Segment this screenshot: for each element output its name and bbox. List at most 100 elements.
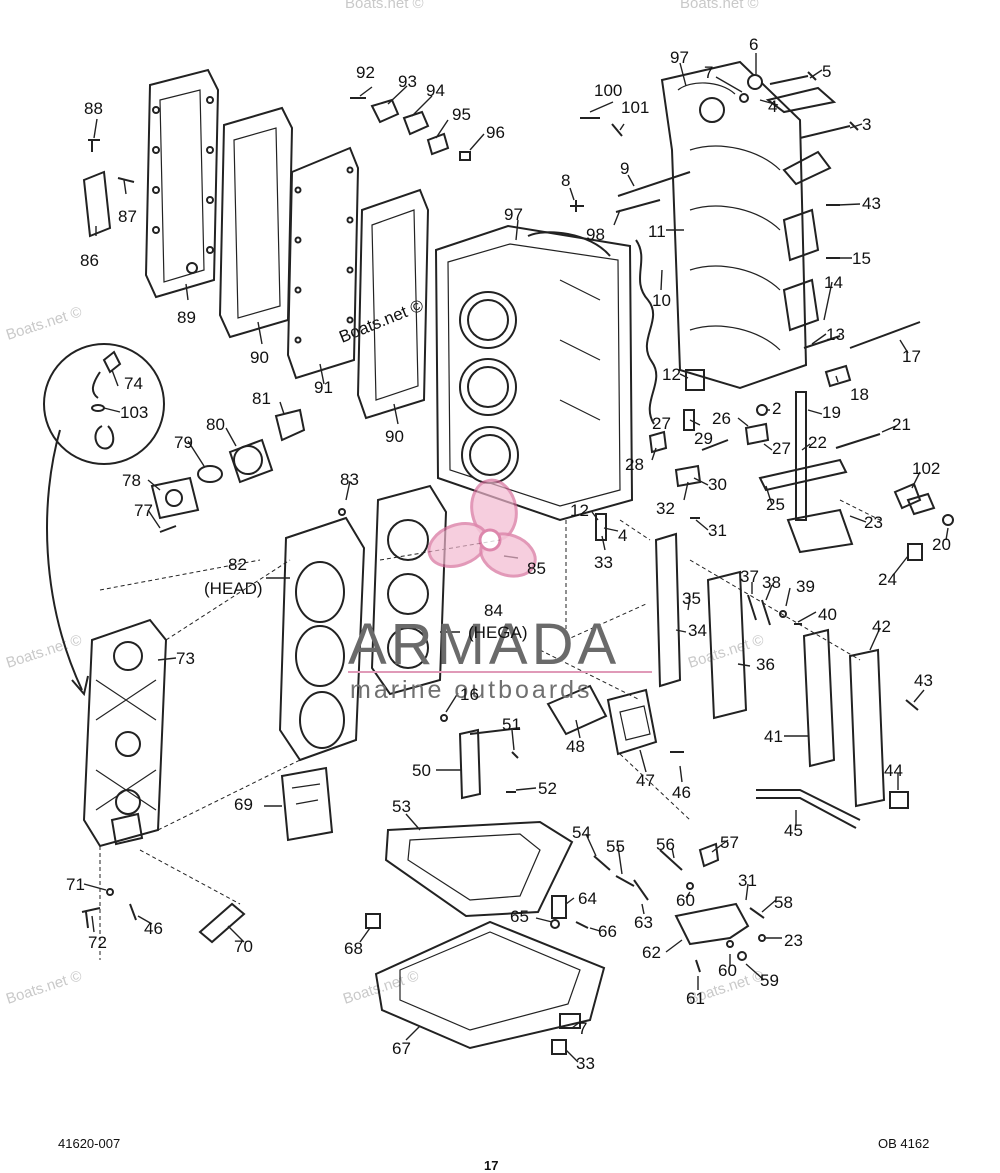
callout-c17: 17 [902, 347, 921, 366]
washer-2 [756, 404, 768, 416]
callout-c48: 48 [566, 737, 585, 756]
callout-c56: 56 [656, 835, 675, 854]
thermostat-spring [426, 132, 450, 156]
screw-51 [511, 751, 519, 759]
cylinder-head-group [43, 343, 448, 944]
clip-81 [274, 408, 306, 442]
callout-c29: 29 [694, 429, 713, 448]
callout-c13: 13 [826, 325, 845, 344]
callout-c78: 78 [122, 471, 141, 490]
callout-c92: 92 [356, 63, 375, 82]
callout-c31b: 31 [738, 871, 757, 890]
block-body [434, 224, 634, 522]
callout-c69: 69 [234, 795, 253, 814]
o-ring-103 [91, 404, 105, 412]
callout-c95: 95 [452, 105, 471, 124]
cylinder-block [434, 224, 658, 522]
callout-c43b: 43 [914, 671, 933, 690]
page-number: 17 [484, 1158, 499, 1173]
screw-20 [942, 514, 954, 526]
screw-43b [905, 699, 919, 711]
lever-25 [758, 458, 848, 492]
callout-c54: 54 [572, 823, 591, 842]
callout-c18: 18 [850, 385, 869, 404]
decal-69 [280, 766, 334, 842]
callout-c25: 25 [766, 495, 785, 514]
callout-c27a: 27 [652, 414, 671, 433]
callout-c97a: 97 [670, 48, 689, 67]
screw-64 [551, 895, 567, 919]
detail-arrow [46, 429, 83, 691]
figure-code-left: 41620-007 [58, 1136, 121, 1151]
callout-c12a: 12 [662, 365, 681, 384]
armada-tagline-text: marine outboards [350, 676, 593, 704]
callout-c15: 15 [852, 249, 871, 268]
screw-58 [749, 907, 765, 919]
washer-60a [686, 882, 694, 890]
clip-102b [906, 492, 936, 516]
callout-c96: 96 [486, 123, 505, 142]
callout-c20: 20 [932, 535, 951, 554]
callout-c39: 39 [796, 577, 815, 596]
cover-bolt-holes [152, 96, 214, 274]
callout-c45: 45 [784, 821, 803, 840]
callout-c67: 67 [392, 1039, 411, 1058]
callout-c58: 58 [774, 893, 793, 912]
callout-c2: 2 [772, 399, 781, 418]
callout-c42: 42 [872, 617, 891, 636]
thermostat-cover [370, 98, 400, 124]
rod-17 [849, 321, 921, 349]
leader-lines [83, 53, 949, 1063]
armada-watermark: ARMADA marine outboards [348, 478, 652, 704]
clip-103 [94, 425, 115, 450]
cylinder-head-82 [278, 516, 366, 762]
callout-c12b: 12 [570, 501, 589, 520]
callout-c74: 74 [124, 374, 143, 393]
site-watermarks: Boats.net © Boats.net © Boats.net © Boat… [4, 0, 766, 1008]
exhaust-gasket-a [218, 106, 294, 339]
washer-60b [726, 940, 734, 948]
dowel-12b [595, 513, 607, 541]
spring-21 [835, 433, 881, 449]
callout-c47: 47 [636, 771, 655, 790]
gasket-48 [546, 684, 608, 736]
callout-c93: 93 [398, 72, 417, 91]
watermark-site: Boats.net © [4, 967, 84, 1007]
callout-c14: 14 [824, 273, 843, 292]
adapter-plate-67 [374, 920, 606, 1050]
callout-c46a: 46 [672, 783, 691, 802]
exhaust-outer-cover-inner-rim [159, 89, 205, 283]
exhaust-inner-plate [286, 146, 360, 380]
callout-c98: 98 [586, 225, 605, 244]
cam-30 [674, 464, 702, 488]
callout-c16: 16 [460, 685, 479, 704]
head-cover-boss [110, 812, 144, 846]
washer-7 [739, 93, 749, 103]
screw-56 [659, 849, 683, 871]
bolt-3 [799, 121, 859, 139]
bushing-26 [744, 422, 770, 446]
pin-27 [683, 409, 695, 431]
callout-c71: 71 [66, 875, 85, 894]
crankcase-webs [689, 145, 781, 351]
callout-c43a: 43 [862, 194, 881, 213]
nut-96 [459, 151, 471, 161]
washer-65 [550, 919, 560, 929]
callout-c51: 51 [502, 715, 521, 734]
callout-c41: 41 [764, 727, 783, 746]
fitting-44 [889, 791, 909, 809]
screw-77 [159, 525, 177, 533]
callout-c72: 72 [88, 933, 107, 952]
callout-c83: 83 [340, 470, 359, 489]
watermark-site: Boats.net © [345, 0, 424, 12]
throttle-linkage [595, 391, 954, 561]
callout-c80: 80 [206, 415, 225, 434]
callout-c103: 103 [120, 403, 148, 422]
callout-c85: 85 [527, 559, 546, 578]
armada-propeller-logo [427, 478, 537, 578]
callout-c87: 87 [118, 207, 137, 226]
callout-c63: 63 [634, 913, 653, 932]
callout-c57: 57 [720, 833, 739, 852]
thermostat-gasket [402, 110, 430, 136]
callout-c35: 35 [682, 589, 701, 608]
